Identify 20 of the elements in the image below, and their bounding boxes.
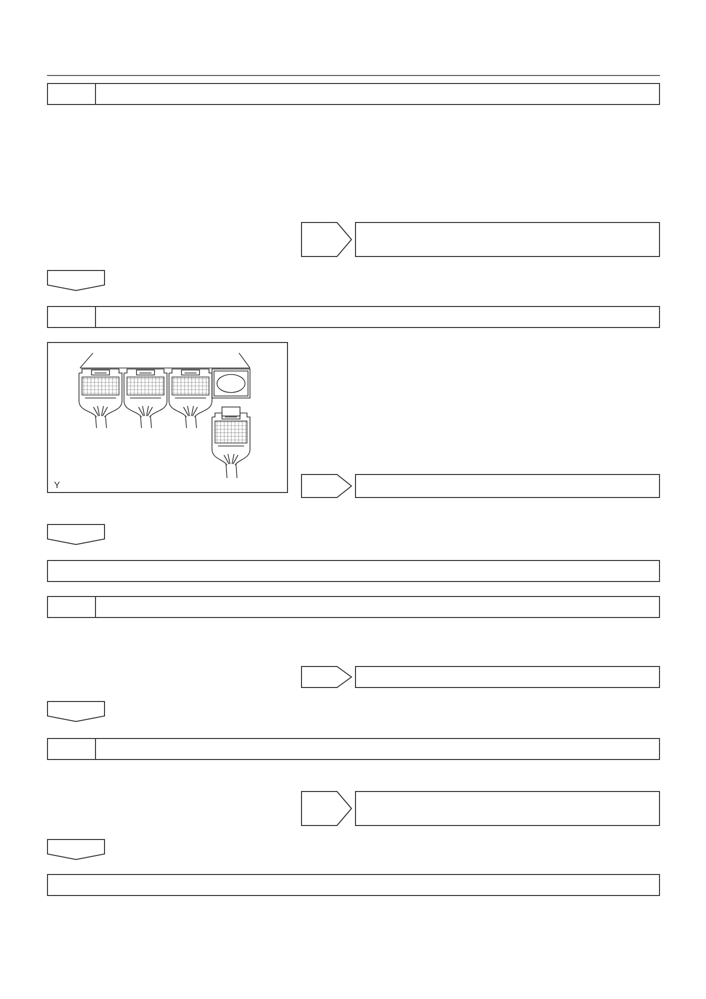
down-arrow-tag xyxy=(47,701,105,722)
down-arrow-tag xyxy=(47,270,105,291)
step-header-box xyxy=(47,596,660,618)
step-header-box xyxy=(47,738,660,760)
arrow-tag xyxy=(301,222,352,257)
step-header-box xyxy=(47,306,660,328)
illustration-frame xyxy=(47,342,288,493)
arrow-tag xyxy=(301,791,352,826)
down-arrow-tag xyxy=(47,524,105,545)
step-header-box xyxy=(47,83,660,105)
note-bar xyxy=(47,874,660,896)
arrow-tag xyxy=(301,666,352,688)
result-box xyxy=(355,222,660,257)
figure-code: Y xyxy=(54,480,60,490)
result-box xyxy=(355,791,660,826)
arrow-tag xyxy=(301,474,352,498)
note-bar xyxy=(47,560,660,582)
result-box xyxy=(355,474,660,498)
down-arrow-tag xyxy=(47,839,105,860)
result-box xyxy=(355,666,660,688)
